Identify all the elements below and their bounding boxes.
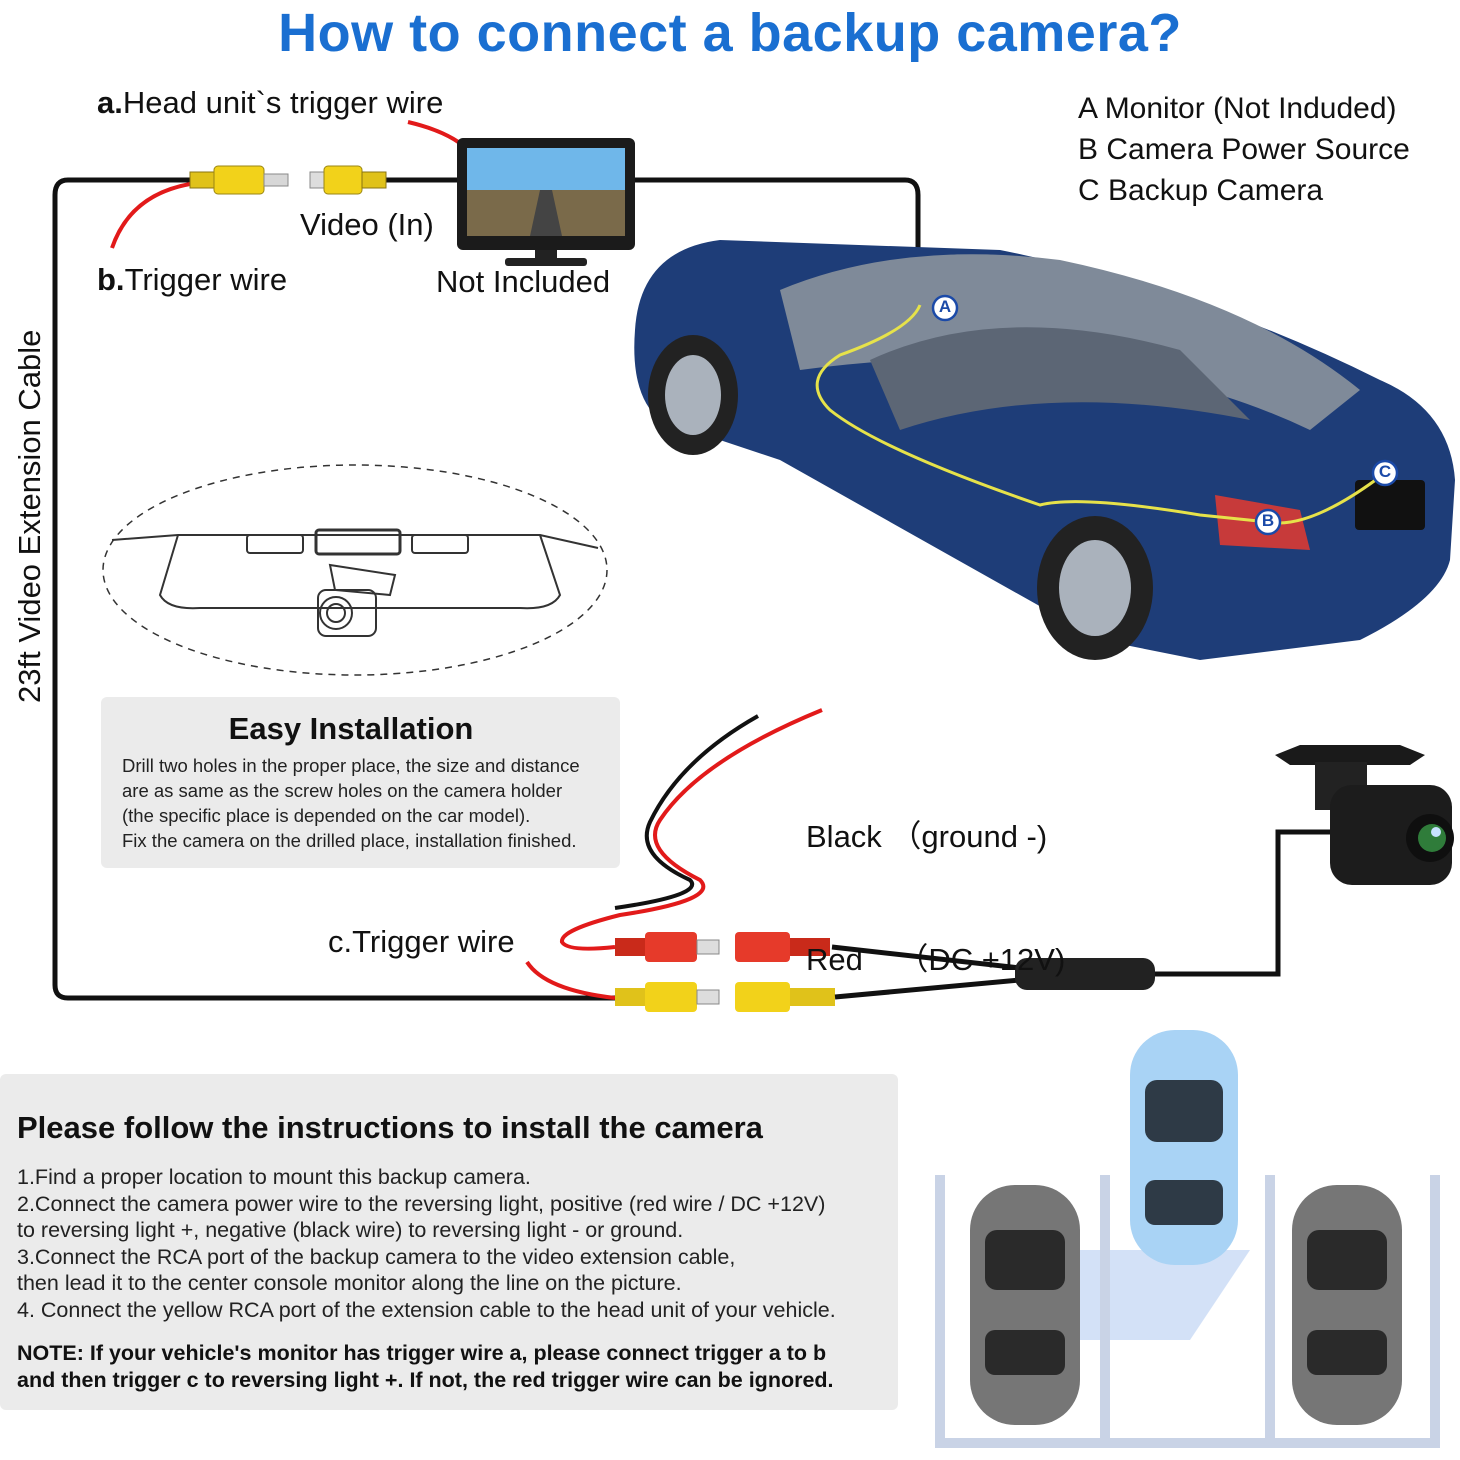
rca-red-plug-left (615, 932, 720, 962)
video-in-label: Video (In) (300, 207, 434, 242)
legend-item-c: C Backup Camera (1078, 174, 1324, 207)
marker-c-label: C (1378, 462, 1392, 481)
trigger-wire-c (525, 960, 616, 1000)
red-power-wire (560, 708, 823, 951)
not-included-label: Not Included (436, 264, 611, 299)
extension-cable (52, 177, 615, 1001)
instruction-line: 4. Connect the yellow RCA port of the ex… (17, 1297, 836, 1322)
black-ground-wire (614, 714, 759, 910)
rca-yellow-jack-right (735, 982, 835, 1012)
page-title: How to connect a backup camera? (278, 3, 1182, 63)
instructions-steps: 1.Find a proper location to mount this b… (17, 1164, 836, 1324)
trigger-c-label: c.Trigger wire (328, 924, 515, 959)
instructions-panel: Please follow the instructions to instal… (0, 1074, 898, 1410)
instruction-line: 3.Connect the RCA port of the backup cam… (17, 1244, 736, 1269)
monitor-illustration (457, 138, 635, 266)
instructions-title: Please follow the instructions to instal… (17, 1110, 763, 1145)
black-wire-label: Black （ground -) (806, 819, 1048, 854)
license-plate-holder-illustration (111, 528, 599, 637)
power-wire-legend: Black （ground -) Red （DC +12V) (806, 734, 1065, 1021)
instruction-line: 1.Find a proper location to mount this b… (17, 1165, 531, 1189)
legend-item-b: B Camera Power Source (1078, 133, 1410, 166)
trigger-wire-b (110, 182, 191, 249)
head-unit-trigger-label: a.Head unit`s trigger wire (97, 85, 444, 120)
easy-installation-title: Easy Installation (228, 711, 474, 746)
monitor-cable (634, 177, 921, 300)
extension-cable-label: 23ft Video Extension Cable (12, 329, 47, 703)
parking-illustration (935, 1030, 1440, 1448)
rca-yellow-plug-left (615, 982, 720, 1012)
marker-c-icon (1371, 459, 1399, 487)
easy-installation-panel: Easy Installation Drill two holes in the… (101, 697, 620, 868)
marker-a-label: A (938, 297, 952, 316)
marker-b-label: B (1261, 511, 1275, 530)
instruction-line: to reversing light +, negative (black wi… (17, 1218, 684, 1243)
red-wire-label: Red （DC +12V) (806, 942, 1066, 977)
instruction-line: then lead it to the center console monit… (17, 1271, 682, 1296)
instruction-line: 2.Connect the camera power wire to the r… (17, 1191, 826, 1216)
marker-b-icon (1254, 508, 1282, 536)
rca-red-jack-right (735, 932, 830, 962)
backup-camera-illustration (1275, 745, 1454, 885)
parked-car-right (1292, 1185, 1402, 1425)
rca-jack-top-right (309, 165, 387, 195)
trigger-b-label: b.Trigger wire (97, 262, 288, 297)
instructions-note: NOTE: If your vehicle's monitor has trig… (17, 1341, 834, 1392)
marker-a-icon (931, 294, 959, 322)
reversing-car (1130, 1030, 1238, 1265)
parked-car-left (970, 1185, 1080, 1425)
easy-installation-text: Drill two holes in the proper place, the… (122, 755, 580, 851)
mounting-detail-outline (102, 464, 608, 676)
cable-splitter (1015, 958, 1155, 990)
car-illustration (634, 240, 1455, 660)
component-legend: A Monitor (Not Induded) B Camera Power S… (1078, 88, 1410, 211)
rca-plug-top-left (189, 165, 289, 195)
legend-item-a: A Monitor (Not Induded) (1078, 92, 1397, 125)
